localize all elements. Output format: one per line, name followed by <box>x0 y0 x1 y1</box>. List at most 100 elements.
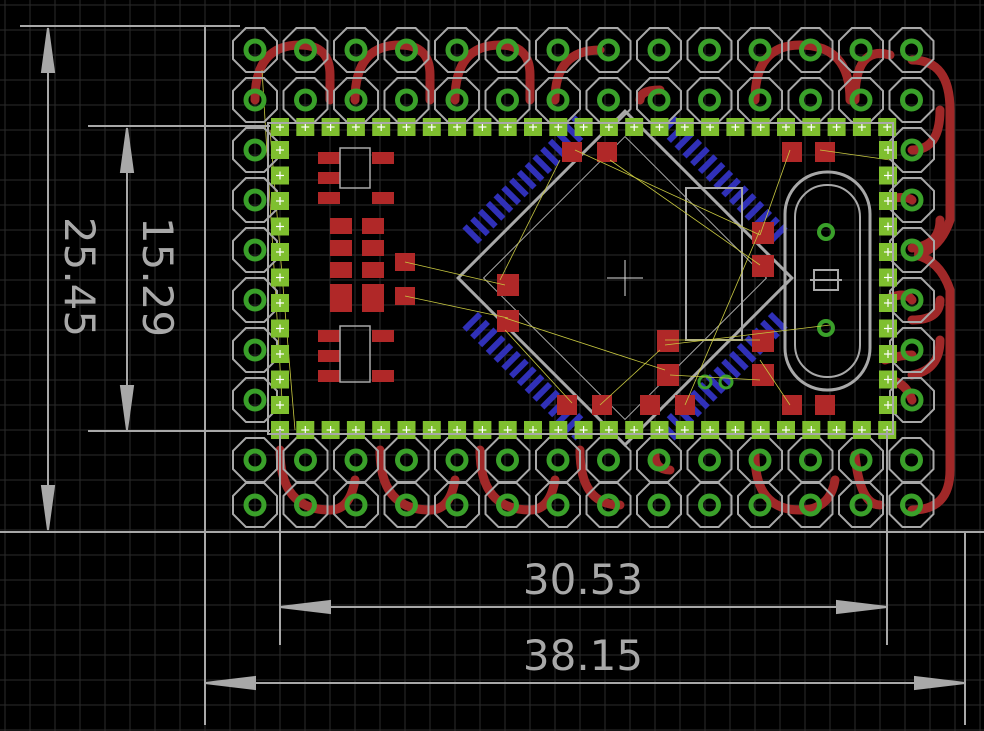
header-pad <box>585 482 632 528</box>
smd-pad <box>557 395 577 415</box>
smd-pad <box>362 300 384 312</box>
inner-pad <box>751 118 770 136</box>
header-pad <box>434 437 480 483</box>
inner-pad <box>879 141 897 159</box>
inner-pad <box>271 118 289 136</box>
mcu-pin <box>721 358 741 379</box>
mcu-pin <box>728 350 749 371</box>
inner-pad <box>574 118 593 136</box>
pad-outline <box>787 27 834 73</box>
inner-pad <box>599 118 618 136</box>
pad-ring <box>900 138 924 162</box>
pad-ring <box>344 448 368 472</box>
mcu-pin <box>690 389 710 410</box>
header-pad <box>787 482 834 528</box>
pad-outline <box>383 437 430 483</box>
mcu-qfp-footprint <box>456 109 794 447</box>
pad-outline <box>232 27 278 73</box>
smd-pad <box>362 240 384 256</box>
inner-pad <box>701 421 720 439</box>
header-pad <box>888 437 935 483</box>
via <box>718 374 734 390</box>
smd-pad <box>330 262 352 278</box>
header-pad <box>838 27 884 73</box>
mcu-pin <box>501 350 522 371</box>
pad-ring <box>243 188 267 212</box>
mcu-pin <box>563 123 584 143</box>
pad-ring <box>496 88 519 112</box>
mcu-pin <box>767 311 788 332</box>
pad-ring <box>496 448 519 472</box>
pad-outline <box>585 77 632 123</box>
pad-ring <box>647 493 671 517</box>
pad-ring <box>799 448 822 472</box>
pad-outline <box>585 27 632 73</box>
mcu-pin <box>493 193 514 213</box>
crystal-outline <box>783 170 872 392</box>
header-pad <box>333 482 379 528</box>
pad-ring <box>344 493 368 517</box>
inner-pad <box>271 396 289 414</box>
mcu-pin <box>728 185 749 206</box>
header-pad <box>585 437 632 483</box>
inner-pad <box>397 421 416 439</box>
header-pad <box>484 437 531 483</box>
inner-pad <box>650 421 669 439</box>
pad-ring <box>748 88 772 112</box>
inner-pad <box>625 118 644 136</box>
pad-outline <box>636 27 682 73</box>
pad-ring <box>243 448 267 472</box>
smd-pad <box>782 142 802 162</box>
mcu-pin <box>690 146 710 167</box>
pad-ring <box>546 493 570 517</box>
pad-outline <box>787 437 834 483</box>
inner-pad <box>271 370 289 389</box>
inner-pad <box>726 118 745 136</box>
mcu-pin <box>532 154 553 175</box>
smd-pad <box>640 395 660 415</box>
smd-pad <box>562 142 582 162</box>
header-pad <box>383 77 430 123</box>
inner-pad <box>549 421 568 439</box>
pad-outline <box>535 27 581 73</box>
crystal-pin <box>817 319 835 337</box>
pad-ring <box>243 138 267 162</box>
smd-pad <box>372 192 394 204</box>
inner-pad <box>448 118 467 136</box>
inner-pad <box>346 421 365 439</box>
header-pad <box>686 27 733 73</box>
inner-pad <box>879 192 897 210</box>
inner-pad <box>879 166 897 185</box>
header-pad <box>636 482 682 528</box>
oscillator-outline <box>685 187 743 341</box>
pad-outline <box>585 437 632 483</box>
mcu-outline <box>456 109 794 447</box>
header-pads <box>232 27 935 528</box>
mcu-pin <box>477 208 498 229</box>
pad-outline <box>888 482 935 528</box>
pad-outline <box>484 27 531 73</box>
inner-pad <box>473 421 492 439</box>
header-pad <box>383 437 430 483</box>
pad-ring <box>900 448 923 472</box>
inner-pad <box>852 421 871 439</box>
mcu-pin <box>744 200 765 221</box>
pad-outline <box>232 482 278 528</box>
pad-outline <box>333 437 379 483</box>
pad-ring <box>698 88 721 112</box>
pad-outline <box>888 437 935 483</box>
inner-pad <box>650 118 669 136</box>
header-pad <box>686 437 733 483</box>
header-pad <box>737 482 783 528</box>
inner-pad <box>321 118 340 136</box>
mcu-pin <box>501 185 522 206</box>
header-pad <box>484 482 531 528</box>
header-pad <box>333 27 379 73</box>
header-pad <box>636 27 682 73</box>
pad-ring <box>445 493 469 517</box>
inner-pad <box>701 118 720 136</box>
header-pad <box>434 482 480 528</box>
inner-pad <box>498 421 517 439</box>
pad-ring <box>344 38 368 62</box>
